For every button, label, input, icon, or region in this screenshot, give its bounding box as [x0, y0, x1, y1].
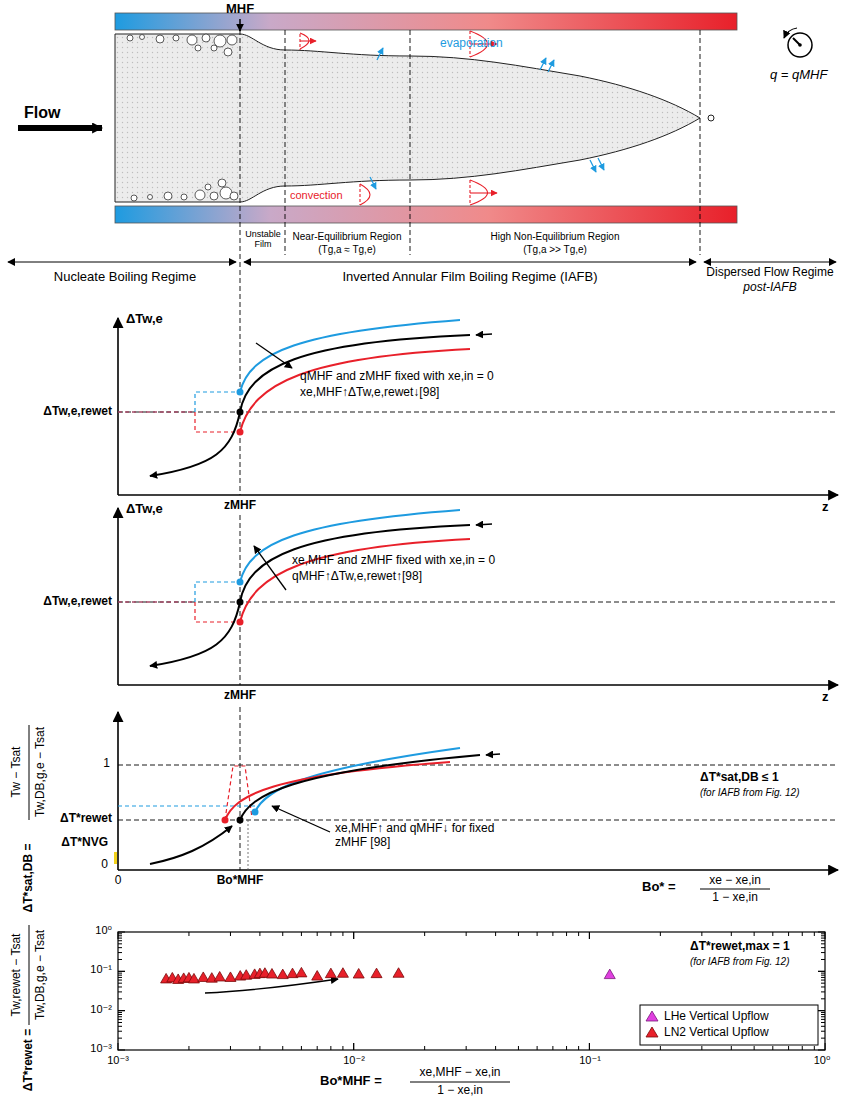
axis-label: Bo*MHF = — [320, 1074, 382, 1089]
axis-label: ΔT*rewet = — [22, 1029, 36, 1091]
axis-label: qMHF and zMHF fixed with xe,in = 0 — [300, 370, 494, 384]
axis-label: 10⁻³ — [90, 1042, 112, 1055]
axis-label: 1 − xe,in — [437, 1084, 483, 1098]
axis-label: ΔT*sat,DB = — [22, 844, 36, 913]
axis-label: ΔTw,e,rewet — [43, 405, 112, 419]
axis-label: Tw − Tsat — [10, 747, 24, 798]
axis-label: (Tg,a ≈ Tg,e) — [318, 244, 376, 256]
axis-label: ΔT*rewet — [60, 812, 112, 826]
axis-label: 1 − xe,in — [712, 891, 758, 905]
axis-label: xe − xe,in — [709, 874, 761, 888]
axis-label: Bo* = — [642, 880, 676, 895]
axis-label: ΔTw,e,rewet — [43, 595, 112, 609]
legend-label: LHe Vertical Upflow — [664, 1010, 769, 1024]
axis-label: 0 — [115, 874, 122, 888]
axis-label: 10⁻² — [343, 1054, 365, 1067]
axis-label: Flow — [24, 104, 60, 122]
axis-label: 0 — [101, 858, 108, 872]
axis-label: xe,MHF↑ and qMHF↓ for fixed zMHF [98] — [335, 822, 505, 850]
axis-label: qMHF↑ΔTw,e,rewet↑[98] — [292, 570, 422, 584]
axis-label: xe,MHF↑ΔTw,e,rewet↓[98] — [300, 386, 439, 400]
axis-label: post-IAFB — [743, 281, 796, 295]
axis-label: xe,MHF − xe,in — [419, 1066, 500, 1080]
legend-label: LN2 Vertical Upflow — [664, 1026, 769, 1040]
axis-label: z — [822, 690, 829, 705]
axis-label: 10⁻² — [90, 1003, 112, 1016]
axis-label: xe,MHF and zMHF fixed with xe,in = 0 — [292, 554, 495, 568]
axis-label: MHF — [226, 2, 254, 17]
axis-label: Tw,DB,g,e − Tsat — [34, 727, 48, 817]
axis-label: ΔTw,e — [126, 502, 163, 517]
axis-label: ΔT*NVG — [61, 836, 108, 850]
axis-label: Tw,rewet − Tsat — [10, 934, 24, 1017]
axis-label: z — [822, 500, 829, 515]
axis-label: Dispersed Flow Regime — [705, 266, 835, 280]
axis-label: 10⁰ — [95, 924, 112, 937]
axis-label: (Tg,a >> Tg,e) — [523, 244, 587, 256]
axis-label: 1 — [103, 757, 110, 771]
axis-label: 10⁻³ — [107, 1054, 129, 1067]
axis-label: ΔT*rewet,max = 1 — [690, 940, 790, 954]
axis-label: ΔTw,e — [126, 312, 163, 327]
axis-label: Unstable Film — [243, 229, 283, 250]
axis-label: ΔT*sat,DB ≤ 1 — [700, 771, 779, 785]
axis-label: High Non-Equilibrium Region — [491, 231, 620, 243]
axis-label: zMHF — [224, 689, 256, 703]
axis-label: convection — [290, 189, 343, 202]
axis-label: 10⁻¹ — [90, 963, 112, 976]
axis-label: (for IAFB from Fig. 12) — [690, 956, 789, 968]
axis-label: evaporation — [440, 37, 503, 51]
axis-label: Near-Equilibrium Region — [293, 231, 402, 243]
axis-label: q = qMHF — [770, 68, 827, 83]
axis-label: Bo*MHF — [217, 874, 264, 888]
axis-label: 10⁰ — [814, 1054, 831, 1067]
axis-label: (for IAFB from Fig. 12) — [700, 787, 799, 799]
axis-label: 10⁻¹ — [579, 1054, 601, 1067]
axis-label: Tw,DB,g,e − Tsat — [34, 930, 48, 1020]
axis-label: Inverted Annular Film Boiling Regime (IA… — [320, 270, 620, 285]
axis-label: Nucleate Boiling Regime — [50, 270, 200, 285]
axis-label: zMHF — [224, 499, 256, 513]
